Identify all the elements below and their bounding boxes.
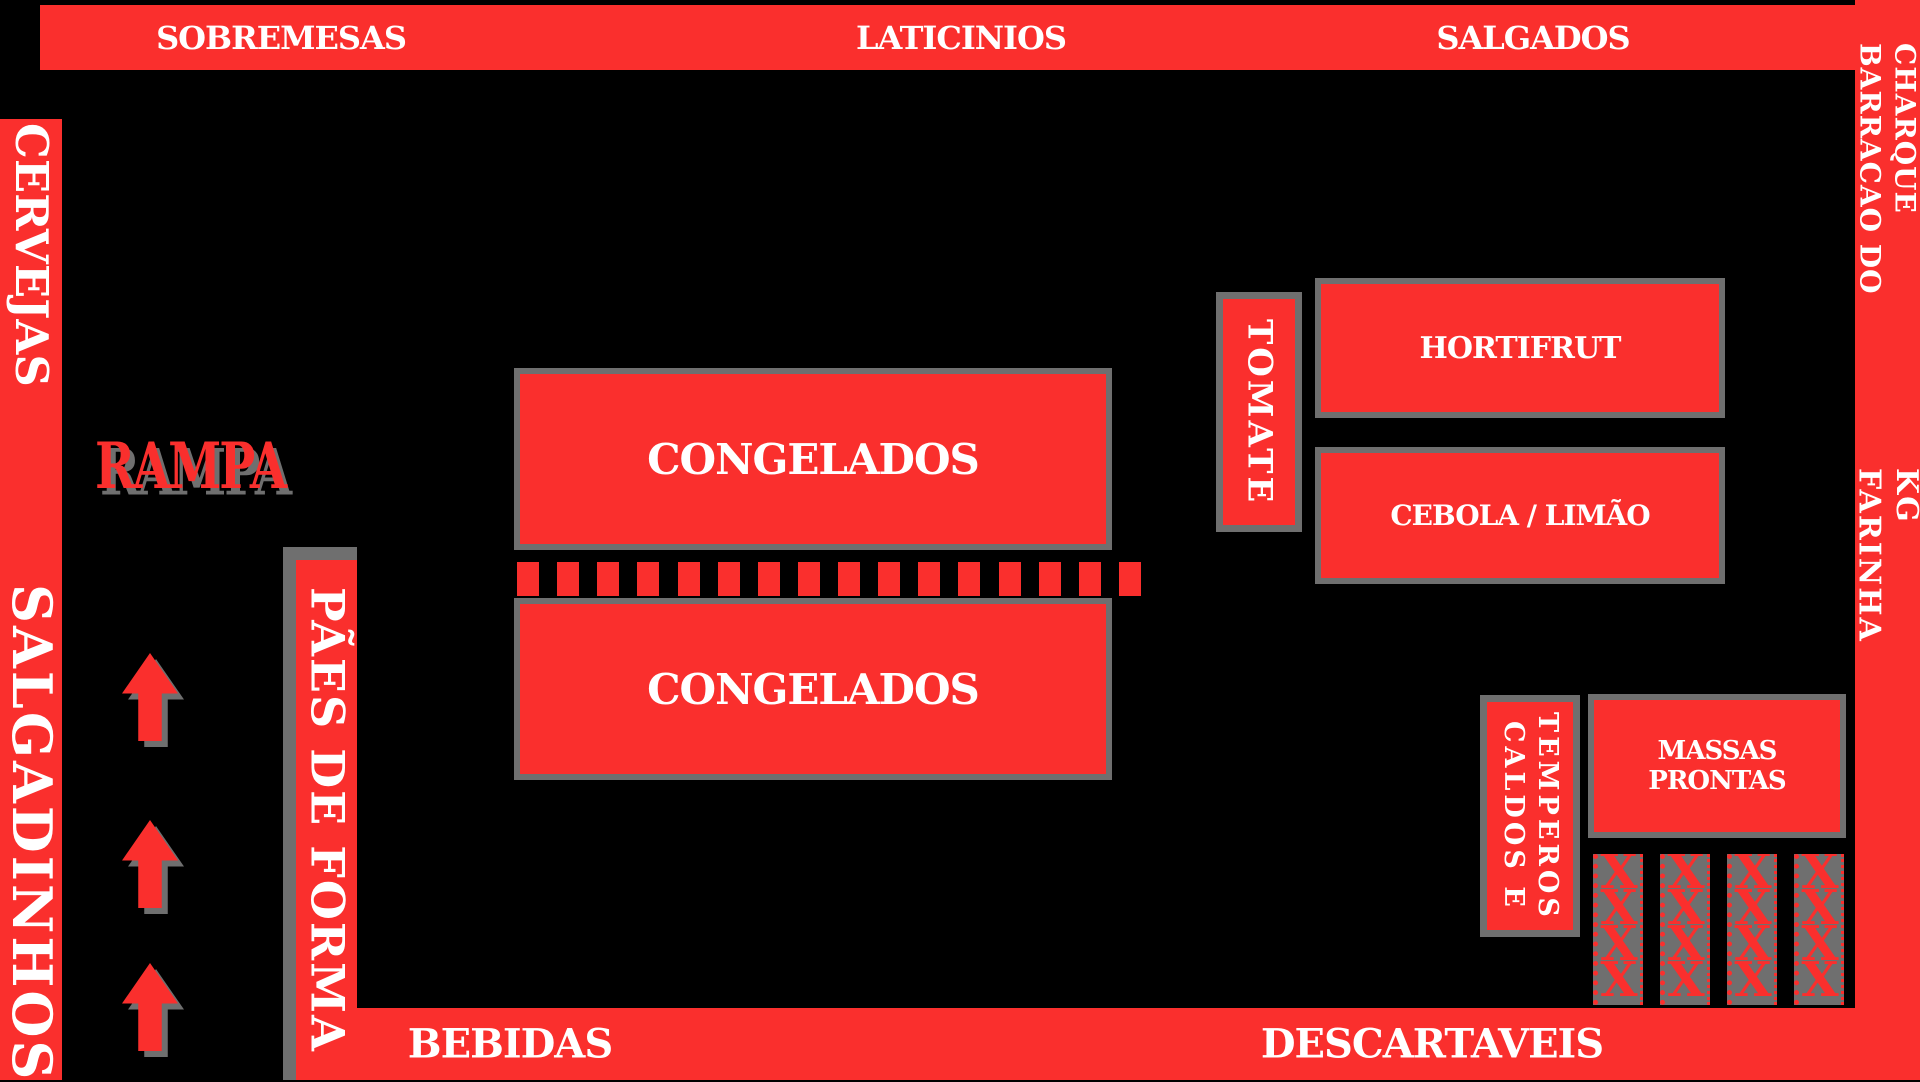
area-congelados-top-label: CONGELADOS <box>647 435 979 484</box>
wall-top: SOBREMESAS LATICINIOS SALGADOS <box>40 5 1920 70</box>
label-cervejas-slot: CERVEJAS <box>0 119 62 391</box>
area-paes-de-forma-label: PÃES DE FORMA <box>298 587 356 1053</box>
label-farinha-kg: FARINHA KG <box>1850 468 1920 692</box>
area-caldos-temperos-label: CALDOS E TEMPEROS <box>1496 712 1564 921</box>
divider-dash <box>678 562 700 596</box>
up-arrow-shape <box>122 963 178 1051</box>
divider-dash <box>838 562 860 596</box>
rack-x-icon: X <box>1734 962 1771 998</box>
up-arrow-shape <box>122 820 178 908</box>
area-caldos-temperos: CALDOS E TEMPEROS <box>1480 695 1580 937</box>
up-arrow-icon <box>122 653 178 741</box>
label-salgadinhos-slot: SALGADINHOS <box>0 600 62 1066</box>
area-congelados-top: CONGELADOS <box>514 368 1112 550</box>
label-sobremesas: SOBREMESAS <box>156 5 406 70</box>
divider-dash <box>597 562 619 596</box>
divider-dash <box>517 562 539 596</box>
area-paes-de-forma: PÃES DE FORMA <box>283 547 357 1080</box>
label-descartaveis: DESCARTAVEIS <box>1261 1021 1603 1068</box>
divider-dash <box>718 562 740 596</box>
wall-right: BARRACAO DO CHARQUE FARINHA KG <box>1855 0 1920 1080</box>
label-cervejas: CERVEJAS <box>3 123 59 387</box>
wall-bottom: BEBIDAS DESCARTAVEIS <box>296 1008 1920 1080</box>
label-salgadinhos: SALGADINHOS <box>0 584 65 1082</box>
area-massas-prontas-label: MASSAS PRONTAS <box>1594 736 1840 796</box>
label-barracao-do-charque: BARRACAO DO CHARQUE <box>1853 43 1920 437</box>
label-bebidas: BEBIDAS <box>408 1021 612 1068</box>
area-hortifrut-label: HORTIFRUT <box>1420 331 1621 366</box>
rack-x-icon: X <box>1667 962 1704 998</box>
rack-x-icon: X <box>1801 962 1838 998</box>
area-cebola-limao: CEBOLA / LIMÃO <box>1315 447 1725 584</box>
divider-dash <box>758 562 780 596</box>
up-arrow-shape <box>122 653 178 741</box>
up-arrow-icon <box>122 820 178 908</box>
label-salgados: SALGADOS <box>1436 5 1629 70</box>
divider-dash <box>999 562 1021 596</box>
label-farinha-slot: FARINHA KG <box>1855 468 1920 692</box>
rack-x-icon: X <box>1600 962 1637 998</box>
wall-left: CERVEJAS SALGADINHOS <box>0 119 62 1080</box>
arrows-group <box>122 0 178 1080</box>
area-tomate: TOMATE <box>1216 292 1302 532</box>
label-barracao-slot: BARRACAO DO CHARQUE <box>1855 43 1920 437</box>
divider-dash <box>1039 562 1061 596</box>
area-massas-prontas: MASSAS PRONTAS <box>1588 694 1846 838</box>
divider-dash <box>958 562 980 596</box>
area-cebola-limao-label: CEBOLA / LIMÃO <box>1390 499 1649 532</box>
area-congelados-bottom-label: CONGELADOS <box>647 665 979 714</box>
congelados-divider <box>517 562 1141 596</box>
up-arrow-icon <box>122 963 178 1051</box>
area-congelados-bottom: CONGELADOS <box>514 598 1112 780</box>
divider-dash <box>878 562 900 596</box>
divider-dash <box>798 562 820 596</box>
area-tomate-label: TOMATE <box>1238 319 1281 505</box>
label-laticinios: LATICINIOS <box>856 5 1066 70</box>
area-hortifrut: HORTIFRUT <box>1315 278 1725 418</box>
divider-dash <box>918 562 940 596</box>
divider-dash <box>637 562 659 596</box>
divider-dash <box>1119 562 1141 596</box>
divider-dash <box>1079 562 1101 596</box>
divider-dash <box>557 562 579 596</box>
